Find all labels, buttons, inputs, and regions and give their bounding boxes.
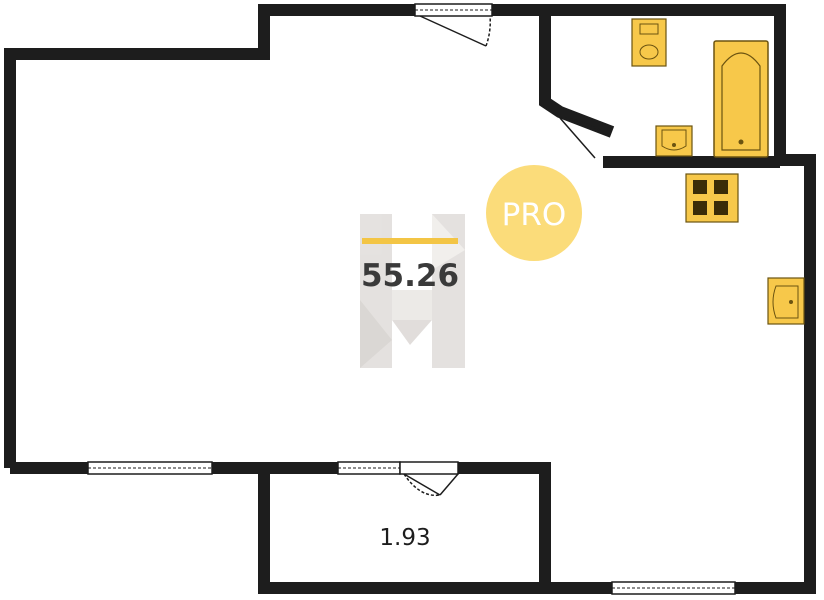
door-swing-icon [559, 117, 609, 159]
main-area-label: 55.26 [361, 258, 459, 294]
toilet-icon [631, 18, 667, 67]
pro-badge-label: PRO [502, 197, 567, 233]
walls [4, 4, 816, 594]
door-swing-icon [399, 461, 459, 497]
window-icon [87, 461, 213, 475]
balcony-area-label: 1.93 [379, 525, 430, 551]
window-icon [611, 581, 736, 595]
watermark-logo [360, 214, 465, 368]
window-icon [414, 3, 493, 17]
sink-icon [767, 277, 805, 325]
bathtub-icon [713, 40, 769, 158]
pro-badge: PRO [486, 165, 582, 261]
area-accent-bar [362, 238, 458, 244]
window-icon [337, 461, 401, 475]
sink-icon [655, 125, 693, 157]
stove-icon [685, 173, 739, 223]
door-swing-icon [419, 15, 492, 47]
